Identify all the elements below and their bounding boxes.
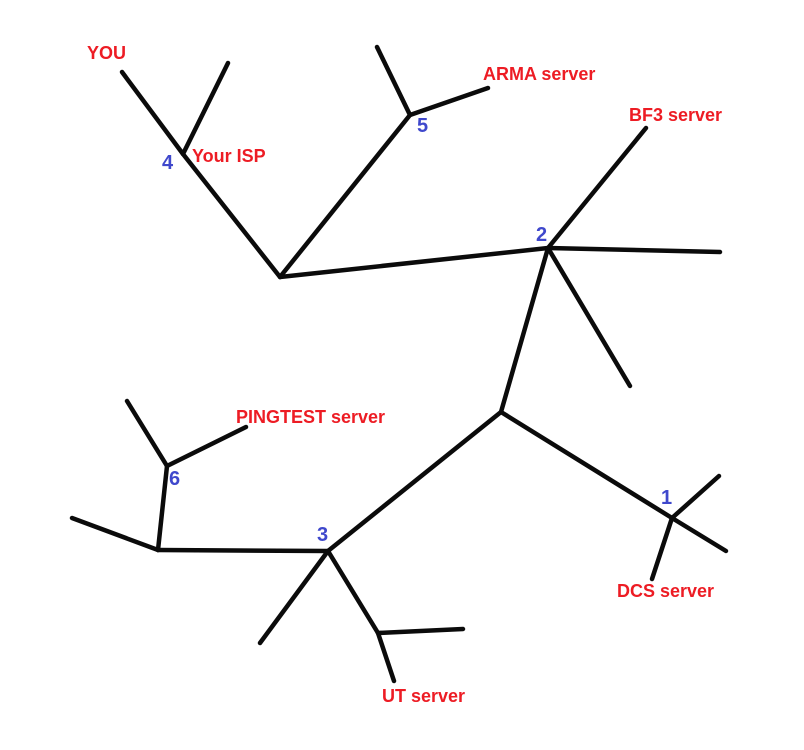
hop-number-6: 6 [169, 468, 181, 490]
edge-hop1-right-stub [669, 515, 729, 554]
hop-number-5: 5 [417, 115, 429, 137]
edge-hop5-upper-stub [374, 44, 413, 118]
edge-hop1-upper-stub [669, 473, 722, 521]
edge-you-to-hop4 [119, 69, 186, 157]
hop-number-3: 3 [317, 524, 329, 546]
edge-hop2-right-stub [545, 245, 723, 255]
label-dcs-server: DCS server [617, 581, 715, 601]
label-ut-server: UT server [382, 686, 466, 706]
edge-mid-hub-to-hop3 [325, 409, 504, 554]
edge-ut-right-stub [375, 626, 466, 636]
edge-isp-hub-to-hop2 [277, 245, 551, 280]
label-arma-server: ARMA server [483, 64, 596, 84]
label-pingtest-server: PINGTEST server [236, 407, 386, 427]
edge-hop2-lower-stub [545, 245, 633, 389]
hop-number-1: 1 [661, 487, 673, 509]
edge-hop4-upper-stub [180, 60, 231, 157]
edge-hop6-to-pingtest [164, 424, 249, 469]
edge-hop1-to-dcs [649, 515, 675, 582]
edge-hop3-to-ut-junction [325, 548, 381, 636]
edge-ut-junction-down [375, 630, 397, 684]
edge-hop2-to-bf3 [545, 125, 649, 251]
edge-left-junction-stub [69, 515, 161, 553]
hop-number-2: 2 [536, 224, 548, 246]
edge-hop4-to-isp-hub [180, 151, 283, 280]
edge-mid-hub-to-hop1 [498, 409, 675, 521]
edge-hop6-down [155, 463, 170, 553]
label-you: YOU [87, 43, 127, 63]
hop-number-4: 4 [162, 152, 174, 174]
edge-hop2-to-mid-hub [498, 245, 551, 415]
label-bf3-server: BF3 server [629, 105, 723, 125]
edge-hop3-lower-left-stub [257, 548, 331, 646]
edge-hop6-upper-stub [124, 398, 170, 469]
edge-hop5-to-isp-hub [277, 112, 413, 280]
edge-junction-to-hop3 [155, 547, 331, 554]
label-your-isp: Your ISP [192, 146, 266, 166]
edge-hop5-to-arma [407, 85, 491, 118]
